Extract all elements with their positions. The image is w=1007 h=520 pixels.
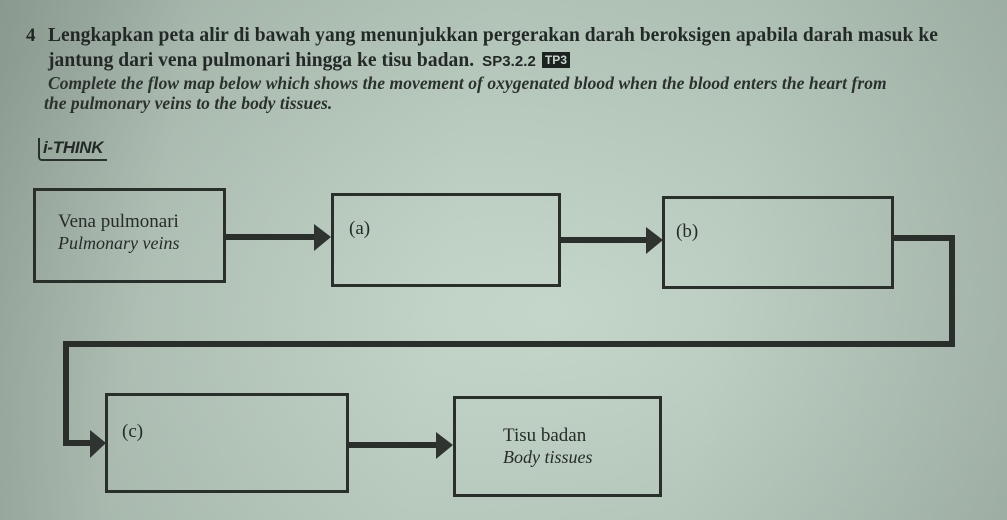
arrow-b-to-c — [63, 235, 955, 446]
flow-box-b-answer[interactable] — [662, 196, 894, 289]
question-number: 4 — [26, 25, 36, 46]
flow-box-body-tissues-label: Tisu badan Body tissues — [503, 425, 593, 468]
arrowhead-icon — [314, 224, 331, 251]
arrowhead-icon — [646, 227, 663, 254]
label-english: Body tissues — [503, 447, 593, 467]
question-text-english-line1: Complete the flow map below which shows … — [48, 73, 887, 93]
label-english: Pulmonary veins — [58, 233, 180, 253]
blank-tag-c: (c) — [122, 421, 144, 442]
label-malay: Vena pulmonari — [58, 211, 179, 232]
blank-tag-a: (a) — [349, 218, 371, 239]
arrowhead-icon — [90, 430, 106, 458]
ithink-label: i-THINK — [38, 138, 108, 161]
flow-box-a-answer[interactable] — [331, 193, 561, 287]
tp-level-badge: TP3 — [541, 52, 571, 68]
question-text-malay-line2-text: jantung dari vena pulmonari hingga ke ti… — [48, 50, 475, 71]
flow-box-pulmonary-veins — [33, 188, 226, 283]
flow-box-pulmonary-veins-label: Vena pulmonari Pulmonary veins — [58, 211, 179, 254]
arrowhead-icon — [436, 432, 453, 459]
question-text-english-line2: the pulmonary veins to the body tissues. — [44, 93, 333, 113]
label-malay: Tisu badan — [503, 425, 587, 446]
flow-box-c-answer[interactable] — [105, 393, 349, 493]
question-text-malay-line1: Lengkapkan peta alir di bawah yang menun… — [48, 25, 938, 46]
standard-code: SP3.2.2 — [482, 53, 536, 70]
blank-tag-b: (b) — [676, 221, 699, 242]
question-text-malay-line2: jantung dari vena pulmonari hingga ke ti… — [48, 50, 571, 72]
flow-box-body-tissues — [453, 396, 662, 497]
